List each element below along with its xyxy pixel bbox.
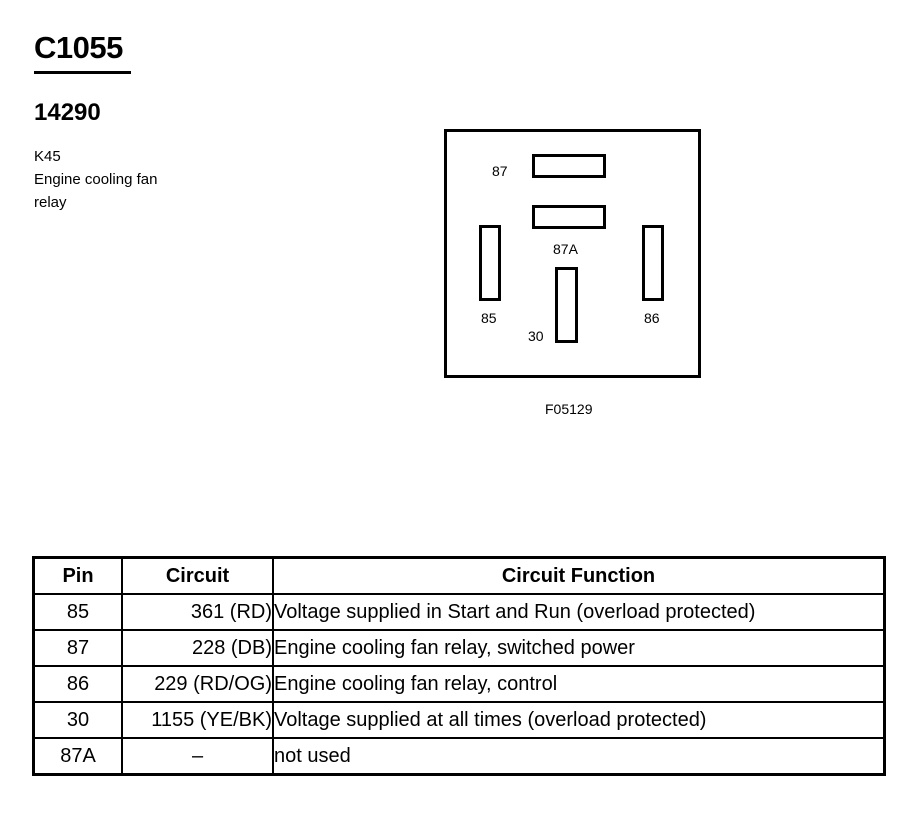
table-row: 87A – not used	[32, 737, 886, 776]
cell-circuit: 361 (RD)	[121, 593, 274, 631]
table-header-row: Pin Circuit Circuit Function	[32, 556, 886, 595]
pin-slot-87	[532, 154, 606, 178]
pin-label-87a: 87A	[553, 241, 578, 257]
cell-circuit: 229 (RD/OG)	[121, 665, 274, 703]
header-circuit: Circuit	[121, 556, 274, 595]
cell-pin: 87A	[32, 737, 123, 776]
relay-connector-face: 87 87A 85 86 30	[444, 129, 701, 378]
pin-label-85: 85	[481, 310, 497, 326]
figure-id: F05129	[545, 401, 593, 417]
component-name-line-2: relay	[34, 194, 67, 211]
pinout-table: Pin Circuit Circuit Function 85 361 (RD)…	[32, 556, 886, 776]
part-number: 14290	[34, 99, 101, 126]
cell-function: Voltage supplied at all times (overload …	[272, 701, 886, 739]
component-id: K45	[34, 148, 61, 165]
cell-function: not used	[272, 737, 886, 776]
header-circuit-function: Circuit Function	[272, 556, 886, 595]
table-row: 86 229 (RD/OG) Engine cooling fan relay,…	[32, 665, 886, 703]
table-row: 85 361 (RD) Voltage supplied in Start an…	[32, 593, 886, 631]
cell-function: Voltage supplied in Start and Run (overl…	[272, 593, 886, 631]
pin-slot-87a	[532, 205, 606, 229]
pin-label-30: 30	[528, 328, 544, 344]
cell-circuit: 1155 (YE/BK)	[121, 701, 274, 739]
pin-label-87: 87	[492, 163, 508, 179]
cell-pin: 85	[32, 593, 123, 631]
cell-function: Engine cooling fan relay, switched power	[272, 629, 886, 667]
pin-slot-86	[642, 225, 664, 301]
connector-title: C1055	[34, 30, 123, 65]
pin-label-86: 86	[644, 310, 660, 326]
pin-slot-85	[479, 225, 501, 301]
title-underline	[34, 71, 131, 74]
cell-pin: 87	[32, 629, 123, 667]
table-row: 87 228 (DB) Engine cooling fan relay, sw…	[32, 629, 886, 667]
header-pin: Pin	[32, 556, 123, 595]
cell-pin: 30	[32, 701, 123, 739]
cell-circuit: –	[121, 737, 274, 776]
cell-circuit: 228 (DB)	[121, 629, 274, 667]
cell-pin: 86	[32, 665, 123, 703]
pin-slot-30	[555, 267, 578, 343]
component-name-line-1: Engine cooling fan	[34, 171, 158, 188]
table-row: 30 1155 (YE/BK) Voltage supplied at all …	[32, 701, 886, 739]
cell-function: Engine cooling fan relay, control	[272, 665, 886, 703]
